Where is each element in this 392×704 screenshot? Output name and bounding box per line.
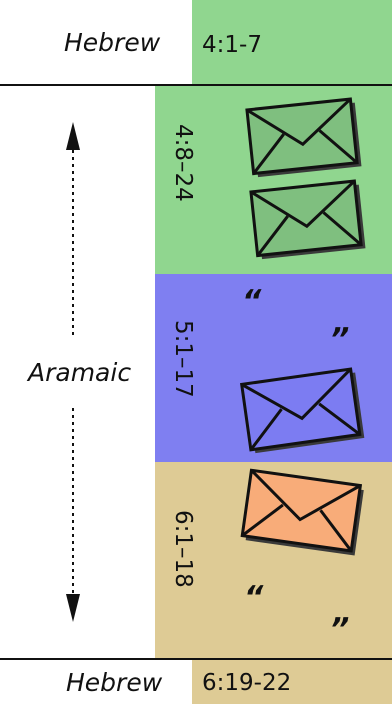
section-4-1-7-band bbox=[192, 0, 392, 84]
section-6-19-22-label: 6:19-22 bbox=[202, 670, 292, 696]
top-divider bbox=[0, 84, 392, 86]
close-quote-mark: ” bbox=[330, 322, 350, 357]
envelope-icon bbox=[239, 367, 365, 454]
section-6-19-22-band bbox=[192, 660, 392, 704]
bottom-hebrew-label: Hebrew bbox=[66, 668, 163, 697]
aramaic-label: Aramaic bbox=[28, 358, 132, 387]
envelope-icon bbox=[245, 97, 362, 178]
open-quote-mark: “ bbox=[242, 284, 262, 319]
envelope-icon bbox=[249, 179, 366, 260]
close-quote-mark: ” bbox=[330, 612, 350, 647]
section-4-1-7-label: 4:1-7 bbox=[202, 32, 262, 58]
bottom-divider bbox=[0, 658, 392, 660]
open-quote-mark: “ bbox=[244, 580, 264, 615]
top-hebrew-label: Hebrew bbox=[64, 28, 161, 57]
envelope-icon bbox=[240, 468, 364, 556]
